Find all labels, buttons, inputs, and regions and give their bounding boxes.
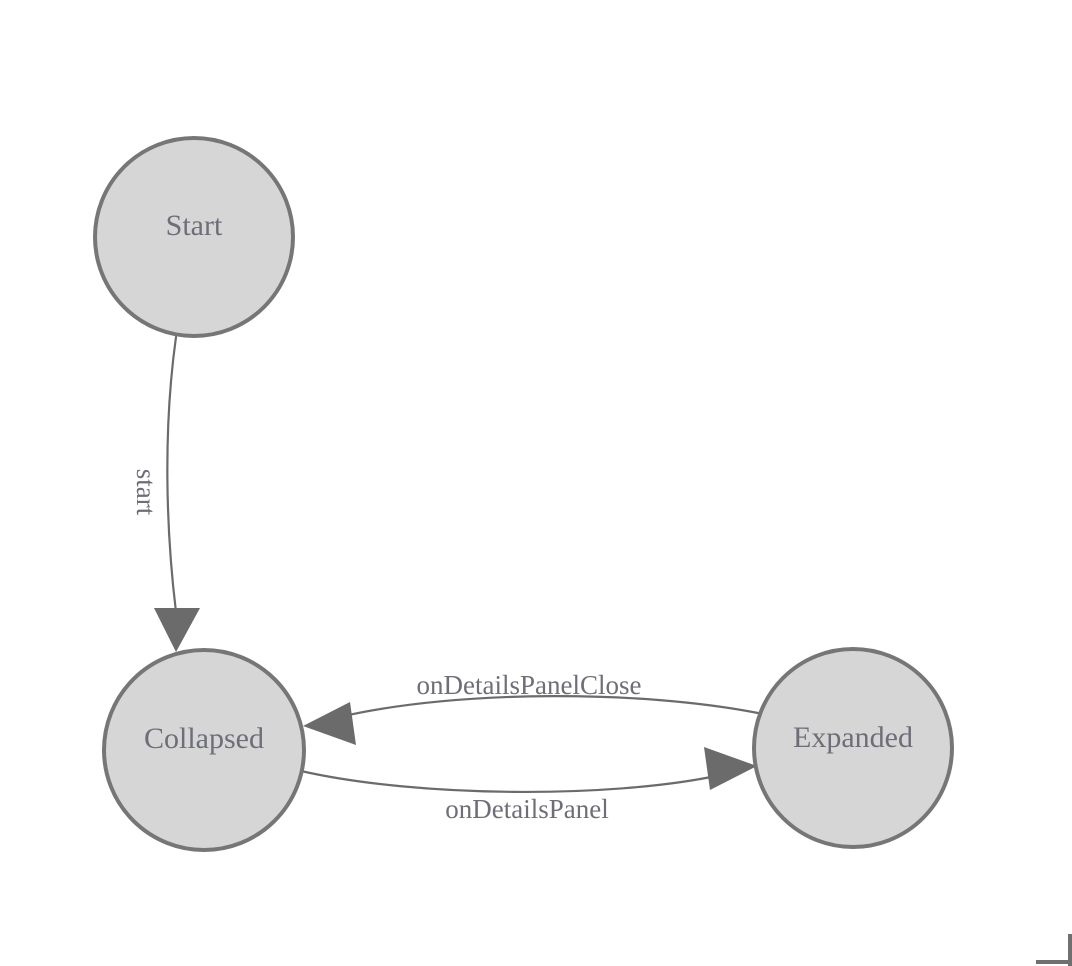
node-expanded-circle bbox=[752, 647, 954, 849]
edge-start-to-collapsed[interactable] bbox=[154, 335, 200, 652]
node-collapsed-label: Collapsed bbox=[144, 722, 264, 755]
edge-start-to-collapsed-arrowhead bbox=[154, 608, 200, 652]
edge-label-on-details-panel-close: onDetailsPanelClose bbox=[417, 670, 642, 700]
edge-collapsed-to-expanded-arrowhead bbox=[704, 747, 757, 790]
node-expanded-label: Expanded bbox=[793, 721, 913, 754]
resize-corner-mark-vertical bbox=[1068, 934, 1072, 966]
edge-collapsed-to-expanded-path bbox=[299, 769, 718, 794]
node-start-circle bbox=[93, 136, 295, 338]
resize-corner-mark-horizontal bbox=[1036, 960, 1072, 964]
edge-expanded-to-collapsed[interactable] bbox=[303, 695, 760, 745]
node-start-label: Start bbox=[166, 209, 223, 242]
node-collapsed[interactable]: Collapsed bbox=[102, 648, 306, 852]
resize-corner-mark-icon[interactable] bbox=[1036, 934, 1072, 966]
node-expanded[interactable]: Expanded bbox=[752, 647, 954, 849]
edge-label-start: start bbox=[131, 469, 161, 516]
edge-label-on-details-panel: onDetailsPanel bbox=[445, 794, 608, 824]
edge-expanded-to-collapsed-arrowhead bbox=[303, 702, 356, 745]
node-collapsed-circle bbox=[102, 648, 306, 852]
node-start[interactable]: Start bbox=[93, 136, 295, 338]
edge-expanded-to-collapsed-path bbox=[342, 695, 760, 718]
edge-collapsed-to-expanded[interactable] bbox=[299, 747, 757, 794]
edge-start-to-collapsed-path bbox=[166, 335, 178, 614]
